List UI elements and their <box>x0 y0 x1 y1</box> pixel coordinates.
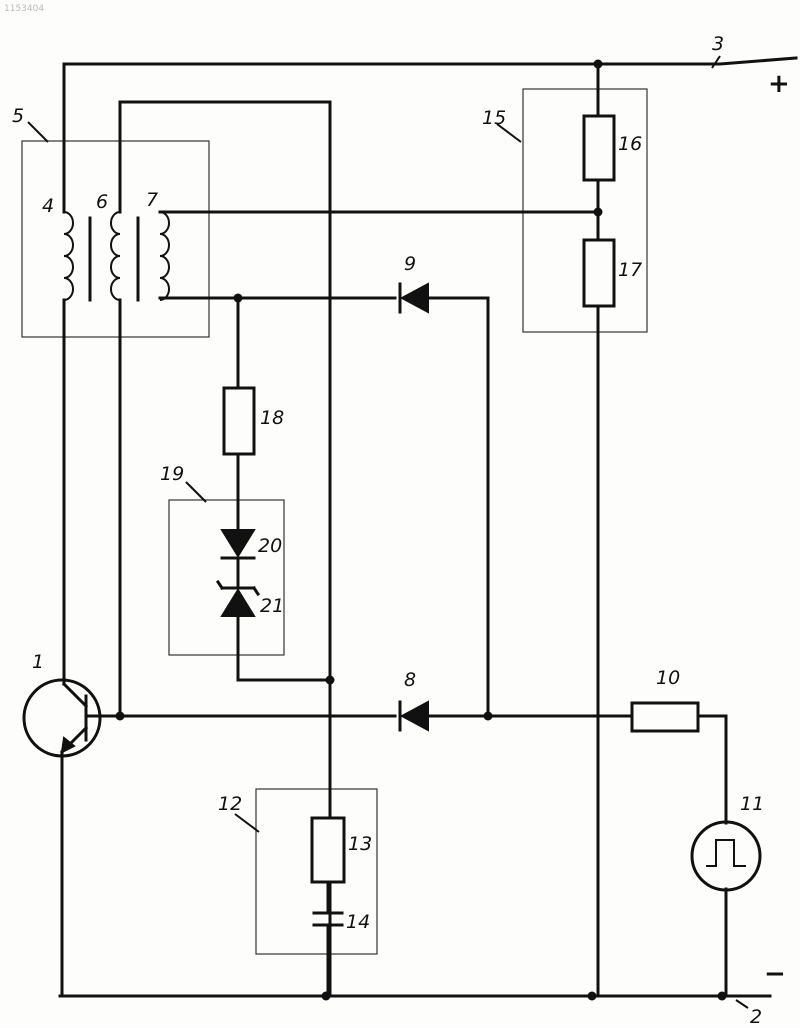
positive-rail <box>64 58 796 64</box>
capacitor-14 <box>314 882 342 996</box>
zener-21 <box>218 582 258 616</box>
scan-tag: 1153404 <box>4 4 44 14</box>
transformer-block <box>22 141 209 337</box>
label-8: 8 <box>404 669 416 691</box>
label-18: 18 <box>260 407 284 429</box>
resistor-17 <box>584 240 614 306</box>
label-19: 19 <box>160 463 184 485</box>
leader-12 <box>235 814 259 832</box>
label-9: 9 <box>404 253 416 275</box>
node-rail-divider-bottom <box>588 992 597 1001</box>
wire-d9-d8 <box>429 298 488 716</box>
node-rail-source <box>718 992 727 1001</box>
node-divider-mid <box>594 208 603 217</box>
label-13: 13 <box>348 833 372 855</box>
label-minus: − <box>764 959 786 989</box>
node-rail-rc <box>322 992 331 1001</box>
pulse-source-11 <box>692 822 760 890</box>
label-7: 7 <box>146 189 158 211</box>
label-21: 21 <box>260 595 284 617</box>
label-4: 4 <box>42 195 54 217</box>
label-plus: + <box>768 69 790 99</box>
transistor-1 <box>24 680 100 756</box>
label-5: 5 <box>12 105 24 127</box>
label-3: 3 <box>712 33 724 55</box>
zener-block <box>169 500 284 655</box>
winding-6 <box>111 212 120 300</box>
leader-5 <box>28 122 48 142</box>
resistor-16 <box>584 116 614 180</box>
label-11: 11 <box>740 793 764 815</box>
label-6: 6 <box>96 191 108 213</box>
node-d8-d9 <box>484 712 493 721</box>
label-10: 10 <box>656 667 680 689</box>
winding-7 <box>160 212 169 300</box>
leader-3 <box>712 56 720 68</box>
label-1: 1 <box>32 651 44 673</box>
wire-r10-source <box>698 716 726 823</box>
leader-19 <box>186 482 206 502</box>
node-w7-r18 <box>234 294 243 303</box>
diode-20 <box>222 530 254 586</box>
resistor-13 <box>312 818 344 882</box>
resistor-18 <box>224 388 254 454</box>
label-15: 15 <box>482 107 506 129</box>
node-rail-divider <box>594 60 603 69</box>
diode-8 <box>400 702 428 730</box>
leader-2 <box>736 1000 748 1008</box>
wire-w6-loop <box>120 102 330 996</box>
label-16: 16 <box>618 133 642 155</box>
label-14: 14 <box>346 911 370 933</box>
label-17: 17 <box>618 259 642 281</box>
label-20: 20 <box>258 535 282 557</box>
diode-9 <box>400 284 428 312</box>
resistor-10 <box>632 703 698 731</box>
node-zener-loop <box>326 676 335 685</box>
label-2: 2 <box>750 1006 762 1028</box>
winding-4 <box>64 212 73 300</box>
label-12: 12 <box>218 793 242 815</box>
node-base <box>116 712 125 721</box>
